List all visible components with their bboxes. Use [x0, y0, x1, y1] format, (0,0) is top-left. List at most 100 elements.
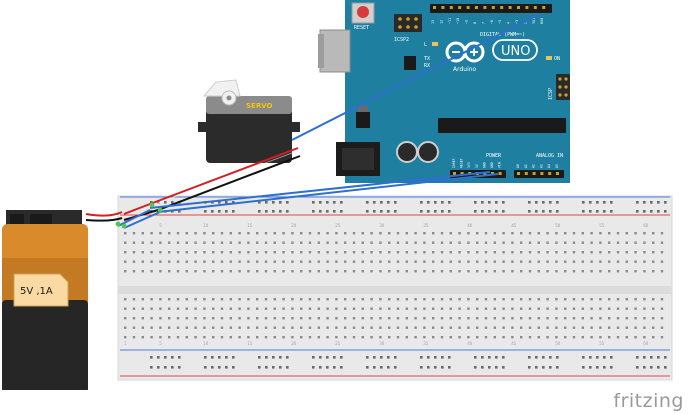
digital-pin[interactable]	[433, 6, 436, 9]
terminal-hole[interactable]	[238, 336, 241, 339]
terminal-hole[interactable]	[141, 298, 144, 301]
terminal-hole[interactable]	[317, 241, 320, 244]
rail-hole[interactable]	[603, 356, 606, 359]
rail-hole[interactable]	[596, 366, 599, 369]
terminal-hole[interactable]	[643, 241, 646, 244]
terminal-hole[interactable]	[344, 317, 347, 320]
terminal-hole[interactable]	[212, 336, 215, 339]
rail-hole[interactable]	[157, 356, 160, 359]
rail-hole[interactable]	[657, 201, 660, 204]
terminal-hole[interactable]	[194, 260, 197, 263]
terminal-hole[interactable]	[599, 241, 602, 244]
terminal-hole[interactable]	[423, 336, 426, 339]
terminal-hole[interactable]	[467, 336, 470, 339]
rail-hole[interactable]	[232, 366, 235, 369]
digital-pin[interactable]	[466, 6, 470, 9]
terminal-hole[interactable]	[264, 307, 268, 310]
terminal-hole[interactable]	[273, 336, 276, 339]
terminal-hole[interactable]	[150, 241, 153, 244]
rail-hole[interactable]	[232, 210, 235, 213]
terminal-hole[interactable]	[308, 326, 312, 329]
terminal-hole[interactable]	[634, 241, 637, 244]
terminal-hole[interactable]	[643, 307, 646, 310]
terminal-hole[interactable]	[220, 241, 224, 244]
terminal-hole[interactable]	[405, 260, 408, 263]
terminal-hole[interactable]	[194, 336, 197, 339]
terminal-hole[interactable]	[238, 270, 241, 273]
digital-pin[interactable]	[542, 6, 546, 9]
rail-hole[interactable]	[178, 356, 181, 359]
terminal-hole[interactable]	[511, 307, 514, 310]
terminal-hole[interactable]	[185, 307, 188, 310]
rail-hole[interactable]	[312, 201, 315, 204]
terminal-hole[interactable]	[608, 326, 611, 329]
terminal-hole[interactable]	[616, 260, 620, 263]
terminal-hole[interactable]	[317, 298, 320, 301]
rail-hole[interactable]	[650, 356, 653, 359]
terminal-hole[interactable]	[379, 307, 382, 310]
terminal-hole[interactable]	[229, 251, 232, 254]
terminal-hole[interactable]	[476, 336, 479, 339]
rail-hole[interactable]	[448, 210, 451, 213]
rail-hole[interactable]	[373, 210, 376, 213]
terminal-hole[interactable]	[564, 336, 567, 339]
terminal-hole[interactable]	[528, 251, 532, 254]
terminal-hole[interactable]	[185, 270, 188, 273]
digital-pin[interactable]	[500, 6, 504, 9]
rail-hole[interactable]	[596, 201, 599, 204]
terminal-hole[interactable]	[203, 270, 206, 273]
terminal-hole[interactable]	[414, 326, 417, 329]
terminal-hole[interactable]	[590, 298, 593, 301]
terminal-hole[interactable]	[458, 307, 461, 310]
terminal-hole[interactable]	[537, 307, 540, 310]
terminal-hole[interactable]	[291, 251, 294, 254]
terminal-hole[interactable]	[212, 270, 215, 273]
rail-hole[interactable]	[427, 210, 430, 213]
terminal-hole[interactable]	[185, 260, 188, 263]
terminal-hole[interactable]	[634, 317, 637, 320]
terminal-hole[interactable]	[660, 298, 664, 301]
terminal-hole[interactable]	[220, 232, 224, 235]
terminal-hole[interactable]	[432, 232, 435, 235]
digital-pin[interactable]	[525, 6, 529, 9]
rail-hole[interactable]	[387, 356, 390, 359]
terminal-hole[interactable]	[449, 232, 452, 235]
terminal-hole[interactable]	[414, 336, 417, 339]
terminal-hole[interactable]	[256, 270, 259, 273]
terminal-hole[interactable]	[194, 317, 197, 320]
rail-hole[interactable]	[474, 210, 477, 213]
terminal-hole[interactable]	[634, 298, 637, 301]
terminal-hole[interactable]	[458, 317, 461, 320]
terminal-hole[interactable]	[555, 251, 558, 254]
terminal-hole[interactable]	[405, 270, 408, 273]
rail-hole[interactable]	[643, 356, 646, 359]
terminal-hole[interactable]	[652, 317, 655, 320]
terminal-hole[interactable]	[308, 232, 312, 235]
terminal-hole[interactable]	[599, 336, 602, 339]
terminal-hole[interactable]	[405, 251, 408, 254]
rail-hole[interactable]	[286, 356, 289, 359]
terminal-hole[interactable]	[511, 232, 514, 235]
terminal-hole[interactable]	[599, 232, 602, 235]
terminal-hole[interactable]	[273, 307, 276, 310]
terminal-hole[interactable]	[203, 232, 206, 235]
terminal-hole[interactable]	[467, 241, 470, 244]
terminal-hole[interactable]	[256, 298, 259, 301]
rail-hole[interactable]	[481, 201, 484, 204]
digital-pin[interactable]	[458, 6, 462, 9]
terminal-hole[interactable]	[212, 251, 215, 254]
terminal-hole[interactable]	[344, 251, 347, 254]
terminal-hole[interactable]	[537, 232, 540, 235]
terminal-hole[interactable]	[458, 241, 461, 244]
terminal-hole[interactable]	[458, 251, 461, 254]
terminal-hole[interactable]	[502, 336, 505, 339]
terminal-hole[interactable]	[546, 317, 549, 320]
terminal-hole[interactable]	[625, 336, 628, 339]
rail-hole[interactable]	[319, 210, 322, 213]
rail-hole[interactable]	[434, 210, 437, 213]
signal-wire-blue[interactable]	[291, 13, 541, 141]
terminal-hole[interactable]	[537, 251, 540, 254]
terminal-hole[interactable]	[423, 251, 426, 254]
rail-hole[interactable]	[441, 201, 444, 204]
terminal-hole[interactable]	[616, 251, 620, 254]
